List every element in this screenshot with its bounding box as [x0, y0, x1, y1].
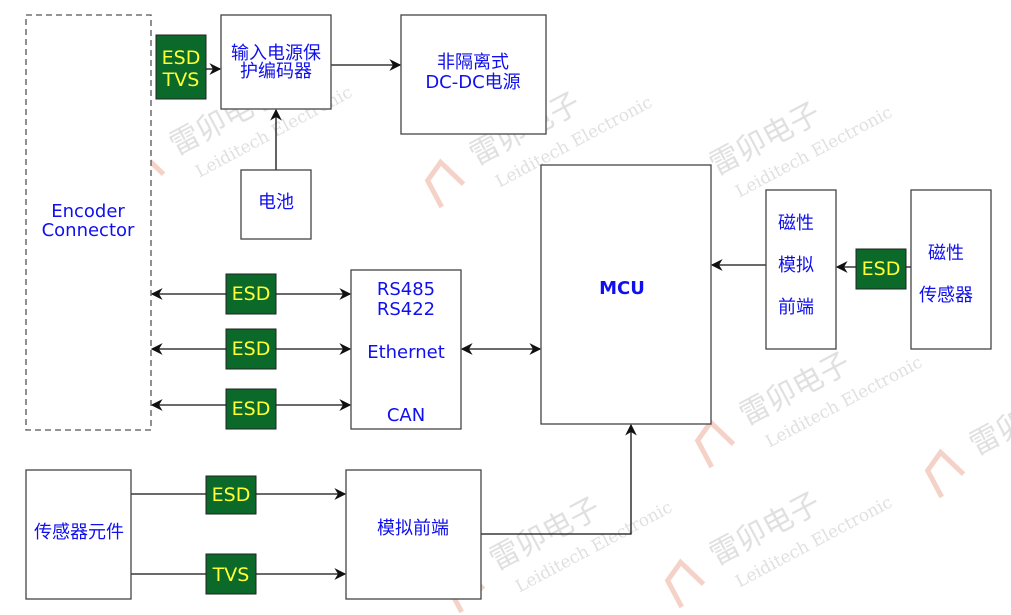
- watermark-logo-icon: [694, 418, 736, 469]
- comm-esd-label: ESD: [232, 338, 271, 360]
- can-label: CAN: [387, 405, 425, 426]
- comm-esd-label: ESD: [232, 398, 271, 420]
- communication-block: [350, 269, 462, 430]
- sensor-tvs-block: [205, 553, 257, 595]
- wire-afe-to-mcu: [481, 423, 637, 535]
- dcdc-block: [400, 14, 547, 135]
- comm-esd-block: [225, 273, 277, 315]
- watermark-cn: 雷卯电子: [964, 376, 1011, 463]
- mag-sensor-label-2: 传感器: [919, 285, 973, 306]
- input-protect-label-1: 输入电源保: [231, 43, 321, 64]
- esd-label: ESD: [162, 47, 201, 69]
- watermark: 雷卯电子: [924, 376, 1011, 499]
- watermark-logo-icon: [424, 158, 466, 209]
- mag-fe-label-1: 磁性: [778, 213, 814, 234]
- analog-frontend-block: [345, 469, 482, 600]
- input-protect-label-2: 护编码器: [240, 61, 312, 82]
- sensor-esd-block: [205, 475, 257, 515]
- dcdc-label-2: DC-DC电源: [425, 72, 520, 93]
- comm-esd-block: [225, 388, 277, 430]
- magnetic-sensor-block: [910, 189, 992, 350]
- sensor-component-label: 传感器元件: [34, 522, 124, 543]
- connector-label: Connector: [42, 220, 135, 241]
- ethernet-label: Ethernet: [367, 342, 445, 363]
- mag-esd-block: [855, 248, 907, 290]
- tvs-label: TVS: [162, 69, 200, 91]
- esd-tvs-block: [155, 34, 207, 100]
- comm-esd-label: ESD: [232, 283, 271, 305]
- watermark: 雷卯电子 Leiditech Electronic: [664, 486, 896, 609]
- sensor-component-block: [25, 469, 132, 600]
- rs485-label: RS485: [377, 279, 435, 300]
- mcu-block: [540, 164, 712, 425]
- mcu-label: MCU: [599, 278, 645, 299]
- encoder-label: Encoder: [51, 201, 125, 222]
- magnetic-frontend-block: [765, 189, 837, 350]
- mag-fe-label-3: 前端: [778, 297, 814, 318]
- battery-label: 电池: [258, 192, 294, 213]
- watermark-logo-icon: [664, 558, 706, 609]
- mag-esd-label: ESD: [862, 258, 901, 280]
- analog-frontend-label: 模拟前端: [377, 518, 449, 539]
- encoder-connector-block: [25, 14, 152, 431]
- comm-esd-block: [225, 328, 277, 370]
- input-power-protection-block: [220, 14, 332, 110]
- sensor-tvs-label: TVS: [212, 564, 250, 586]
- sensor-esd-label: ESD: [212, 484, 251, 506]
- dcdc-label-1: 非隔离式: [437, 52, 509, 73]
- watermark-logo-icon: [924, 448, 966, 499]
- mag-sensor-label-1: 磁性: [928, 243, 964, 264]
- rs422-label: RS422: [377, 299, 435, 320]
- battery-block: [240, 169, 312, 240]
- mag-fe-label-2: 模拟: [778, 255, 814, 276]
